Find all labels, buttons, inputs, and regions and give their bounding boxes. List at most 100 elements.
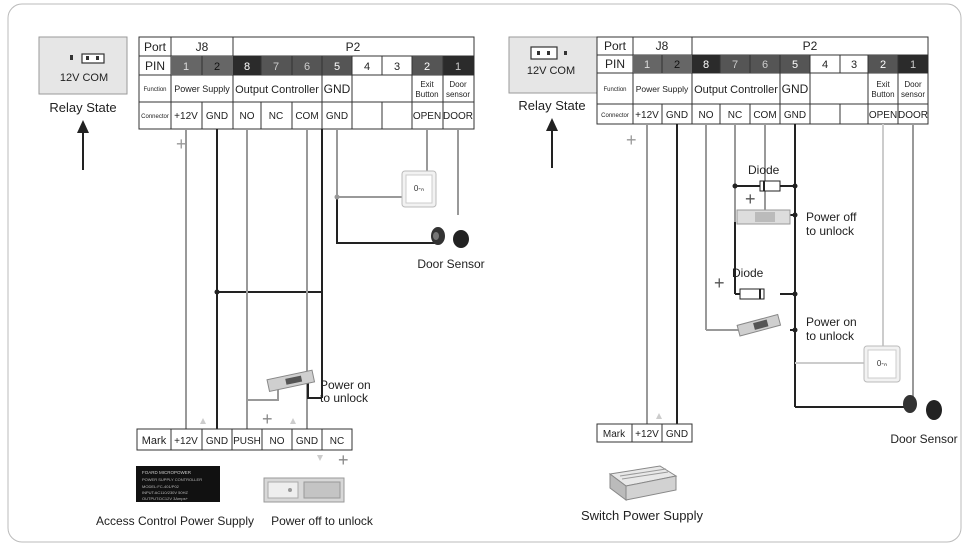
svg-text:0-ₙ: 0-ₙ bbox=[877, 359, 887, 368]
left-connector-values: +12V GND NO NC COM GND OPEN DOOR bbox=[174, 111, 473, 122]
svg-text:GND: GND bbox=[784, 110, 806, 121]
svg-text:sensor: sensor bbox=[446, 90, 470, 99]
svg-text:3: 3 bbox=[394, 61, 400, 73]
power-on-label: Power on bbox=[806, 315, 857, 329]
plus-sign: + bbox=[262, 409, 273, 429]
svg-text:GND: GND bbox=[666, 429, 688, 440]
svg-text:+12V: +12V bbox=[174, 111, 198, 122]
svg-text:Output Controller: Output Controller bbox=[235, 84, 319, 96]
arrow-up-icon bbox=[77, 120, 89, 133]
right-connector-values: +12V GND NO NC COM GND OPEN DOOR bbox=[635, 110, 928, 121]
plus-sign: + bbox=[626, 130, 637, 150]
svg-text:GND: GND bbox=[782, 82, 809, 96]
svg-text:1: 1 bbox=[455, 61, 461, 73]
power-on-lock-icon bbox=[736, 313, 782, 337]
left-diagram: 12V COM Relay State bbox=[38, 36, 485, 528]
svg-text:to unlock: to unlock bbox=[320, 391, 369, 405]
svg-text:FOARD MICROPOWER: FOARD MICROPOWER bbox=[142, 470, 192, 475]
diode-label: Diode bbox=[748, 163, 780, 177]
left-pin-numbers: 1 2 8 7 6 5 4 3 2 1 bbox=[183, 61, 461, 73]
svg-text:OPEN: OPEN bbox=[413, 111, 441, 122]
svg-text:J8: J8 bbox=[656, 39, 669, 53]
power-on-lock-icon bbox=[266, 369, 316, 393]
left-relay-label: Relay State bbox=[49, 100, 116, 115]
svg-text:5: 5 bbox=[792, 59, 798, 71]
arrow-up-icon bbox=[546, 118, 558, 131]
svg-text:+12V: +12V bbox=[635, 110, 659, 121]
left-port-table: Port J8 P2 PIN 1 2 8 7 6 5 4 3 2 1 Funct… bbox=[138, 36, 475, 130]
left-wires bbox=[185, 129, 459, 429]
svg-text:Door: Door bbox=[449, 80, 467, 89]
connector-label: Connector bbox=[141, 114, 169, 120]
left-relay-pins: 12V COM bbox=[60, 72, 108, 84]
svg-text:6: 6 bbox=[762, 59, 768, 71]
power-off-label: Power off to unlock bbox=[271, 514, 374, 528]
svg-text:5: 5 bbox=[334, 61, 340, 73]
svg-text:2: 2 bbox=[424, 61, 430, 73]
svg-text:NC: NC bbox=[330, 436, 344, 447]
j8-label: J8 bbox=[196, 40, 209, 54]
svg-text:NO: NO bbox=[240, 111, 255, 122]
p2-label: P2 bbox=[346, 40, 361, 54]
svg-text:1: 1 bbox=[910, 59, 916, 71]
door-sensor-icon bbox=[903, 395, 942, 420]
svg-text:to unlock: to unlock bbox=[806, 329, 855, 343]
plus-sign: + bbox=[176, 134, 187, 154]
svg-text:0-ₙ: 0-ₙ bbox=[414, 184, 424, 193]
right-mark-table: Mark +12V GND bbox=[596, 423, 693, 443]
svg-text:7: 7 bbox=[273, 61, 279, 73]
svg-text:Power Supply: Power Supply bbox=[636, 84, 689, 94]
svg-text:NC: NC bbox=[728, 110, 742, 121]
power-on-label: Power on bbox=[320, 378, 371, 392]
svg-text:OUTPUT:DC12V 3Amps+: OUTPUT:DC12V 3Amps+ bbox=[142, 496, 189, 501]
diode-icon bbox=[759, 180, 781, 192]
svg-text:NC: NC bbox=[269, 111, 283, 122]
right-relay-label: Relay State bbox=[518, 98, 585, 113]
svg-text:Exit: Exit bbox=[876, 80, 890, 89]
plus-sign: + bbox=[714, 273, 725, 293]
svg-text:Port: Port bbox=[604, 39, 627, 53]
svg-text:Mark: Mark bbox=[142, 435, 167, 447]
svg-text:+12V: +12V bbox=[635, 429, 659, 440]
svg-text:COM: COM bbox=[295, 111, 318, 122]
svg-text:Button: Button bbox=[871, 90, 894, 99]
svg-text:MODEL:FC-401/P02: MODEL:FC-401/P02 bbox=[142, 484, 180, 489]
svg-text:OPEN: OPEN bbox=[869, 110, 897, 121]
pin-label: PIN bbox=[145, 59, 165, 73]
svg-text:DOOR: DOOR bbox=[443, 111, 473, 122]
door-sensor-label: Door Sensor bbox=[417, 257, 484, 271]
right-port-table: Port J8 P2 PIN 1 2 8 7 6 5 4 3 2 1 Funct… bbox=[596, 36, 929, 125]
svg-text:3: 3 bbox=[851, 59, 857, 71]
plus-sign: + bbox=[745, 189, 756, 209]
power-off-label: Power off bbox=[806, 210, 857, 224]
svg-text:to unlock: to unlock bbox=[806, 224, 855, 238]
svg-text:PUSH: PUSH bbox=[233, 436, 261, 447]
svg-text:Function: Function bbox=[603, 87, 626, 93]
exit-button-device: 0-ₙ bbox=[401, 170, 437, 208]
right-pin-numbers: 1 2 8 7 6 5 4 3 2 1 bbox=[644, 59, 916, 71]
svg-text:POWER SUPPLY CONTROLLER: POWER SUPPLY CONTROLLER bbox=[142, 477, 202, 482]
svg-text:Door: Door bbox=[904, 80, 922, 89]
svg-text:NO: NO bbox=[699, 110, 714, 121]
svg-text:1: 1 bbox=[183, 61, 189, 73]
svg-text:Diode: Diode bbox=[732, 266, 764, 280]
plus-sign: + bbox=[338, 450, 349, 470]
power-off-lock-icon bbox=[736, 209, 791, 225]
svg-text:PIN: PIN bbox=[605, 57, 625, 71]
svg-text:2: 2 bbox=[214, 61, 220, 73]
outer-frame bbox=[7, 3, 962, 543]
svg-text:7: 7 bbox=[732, 59, 738, 71]
svg-text:4: 4 bbox=[364, 61, 370, 73]
svg-text:1: 1 bbox=[644, 59, 650, 71]
left-mark-table: Mark +12V GND PUSH NO GND NC bbox=[136, 428, 353, 451]
right-relay-state: 12V COM Relay State bbox=[508, 36, 598, 168]
right-relay-pins: 12V COM bbox=[527, 65, 575, 77]
svg-text:GND: GND bbox=[206, 436, 228, 447]
svg-text:sensor: sensor bbox=[901, 90, 925, 99]
svg-text:GND: GND bbox=[206, 111, 228, 122]
svg-text:DOOR: DOOR bbox=[898, 110, 928, 121]
switch-psu-icon bbox=[608, 465, 678, 501]
svg-text:2: 2 bbox=[880, 59, 886, 71]
port-label: Port bbox=[144, 40, 167, 54]
